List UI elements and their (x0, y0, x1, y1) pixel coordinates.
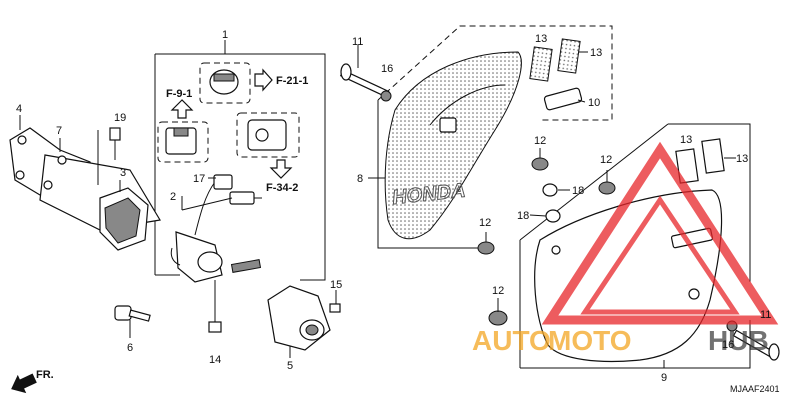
callouts: 1 2 3 4 5 6 7 8 9 10 11 11 12 12 12 12 1… (16, 29, 771, 384)
callout-9: 9 (661, 372, 667, 384)
diagram-code: MJAAF2401 (730, 384, 780, 394)
callout-18-b: 18 (517, 210, 529, 222)
callout-4: 4 (16, 103, 22, 115)
callout-18-a: 18 (572, 185, 584, 197)
arrow-up (170, 99, 194, 119)
grommet-12-b (477, 241, 495, 255)
switch-cable (194, 181, 216, 236)
watermark-hub: HUB (708, 325, 769, 356)
emblem-plate-13d (701, 138, 725, 174)
lock-bracket (247, 119, 287, 151)
switch-block (165, 127, 197, 155)
ref-f-34-2: F-34-2 (266, 182, 298, 194)
ref-f-9-1: F-9-1 (166, 88, 192, 100)
callout-12-b: 12 (479, 217, 491, 229)
ignition-group (154, 40, 326, 333)
callout-8: 8 (357, 173, 363, 185)
arrow-right (254, 68, 273, 92)
callout-11-right: 11 (760, 309, 771, 321)
callout-2: 2 (170, 191, 176, 203)
front-direction-arrow: FR. (11, 369, 54, 394)
emblem-plate-13b (557, 38, 581, 74)
connector (229, 191, 255, 205)
callout-12-a: 12 (534, 135, 546, 147)
arrow-down (269, 159, 293, 179)
left-cover-group: HONDA (339, 25, 613, 255)
group-box-upper (377, 25, 613, 121)
cover-grommet (439, 117, 457, 133)
key-cylinder-cap (209, 69, 239, 95)
ref-f-21-1: F-21-1 (276, 75, 308, 87)
callout-19: 19 (114, 112, 126, 124)
reference-labels: F-9-1 F-21-1 F-34-2 (166, 75, 308, 194)
bolt-11-left (339, 45, 390, 98)
bolt-11-right (732, 329, 780, 361)
pad-10 (543, 87, 583, 111)
callout-10: 10 (588, 97, 600, 109)
emblem-plate-13c (675, 148, 699, 184)
front-label: FR. (36, 369, 54, 381)
callout-16-right: 16 (722, 339, 734, 351)
collar-18-a (542, 183, 558, 197)
group-box-lower (377, 100, 480, 249)
callout-6: 6 (127, 342, 133, 354)
grommet-12-c (598, 181, 616, 195)
callout-7: 7 (56, 125, 62, 137)
ignition-switch-body (170, 231, 262, 283)
callout-17: 17 (193, 173, 205, 185)
collar-18-b (545, 209, 561, 223)
bolt-14 (208, 321, 222, 333)
callout-1: 1 (222, 29, 228, 41)
watermark: AUTO MOTO HUB (472, 141, 779, 356)
subbox-right (236, 112, 300, 158)
callout-leaders (181, 51, 736, 217)
subbox-top (199, 62, 251, 104)
bracket-assembly (9, 115, 161, 251)
grommet-12-a (531, 157, 549, 171)
watermark-triangle (541, 141, 779, 325)
cover-5 (267, 285, 341, 358)
subbox-left (157, 121, 209, 163)
washer-16-left (380, 90, 392, 102)
callout-13-b: 13 (590, 47, 602, 59)
callout-5: 5 (287, 360, 293, 372)
cover-3 (99, 187, 149, 251)
emblem-plate-13a (529, 46, 553, 82)
callout-12-c: 12 (600, 154, 612, 166)
callout-12-d: 12 (492, 285, 504, 297)
switch-unit (213, 174, 233, 190)
screw-15 (329, 303, 341, 313)
group-box-frame (155, 53, 326, 281)
callout-13-c: 13 (680, 134, 692, 146)
callout-3: 3 (120, 167, 126, 179)
watermark-auto: AUTO (472, 325, 551, 356)
callout-13-a: 13 (535, 33, 547, 45)
key-6 (114, 305, 151, 338)
callout-11-left: 11 (352, 36, 363, 48)
callout-13-d: 13 (736, 153, 748, 165)
watermark-moto: MOTO (548, 325, 631, 356)
group-box-bottom (520, 320, 751, 369)
bolt-19 (109, 127, 121, 141)
group-box-right (668, 123, 751, 282)
callout-14: 14 (209, 354, 221, 366)
grommet-12-d (488, 310, 508, 326)
callout-15: 15 (330, 279, 342, 291)
callout-16-left: 16 (381, 63, 393, 75)
left-side-cover (384, 51, 522, 240)
